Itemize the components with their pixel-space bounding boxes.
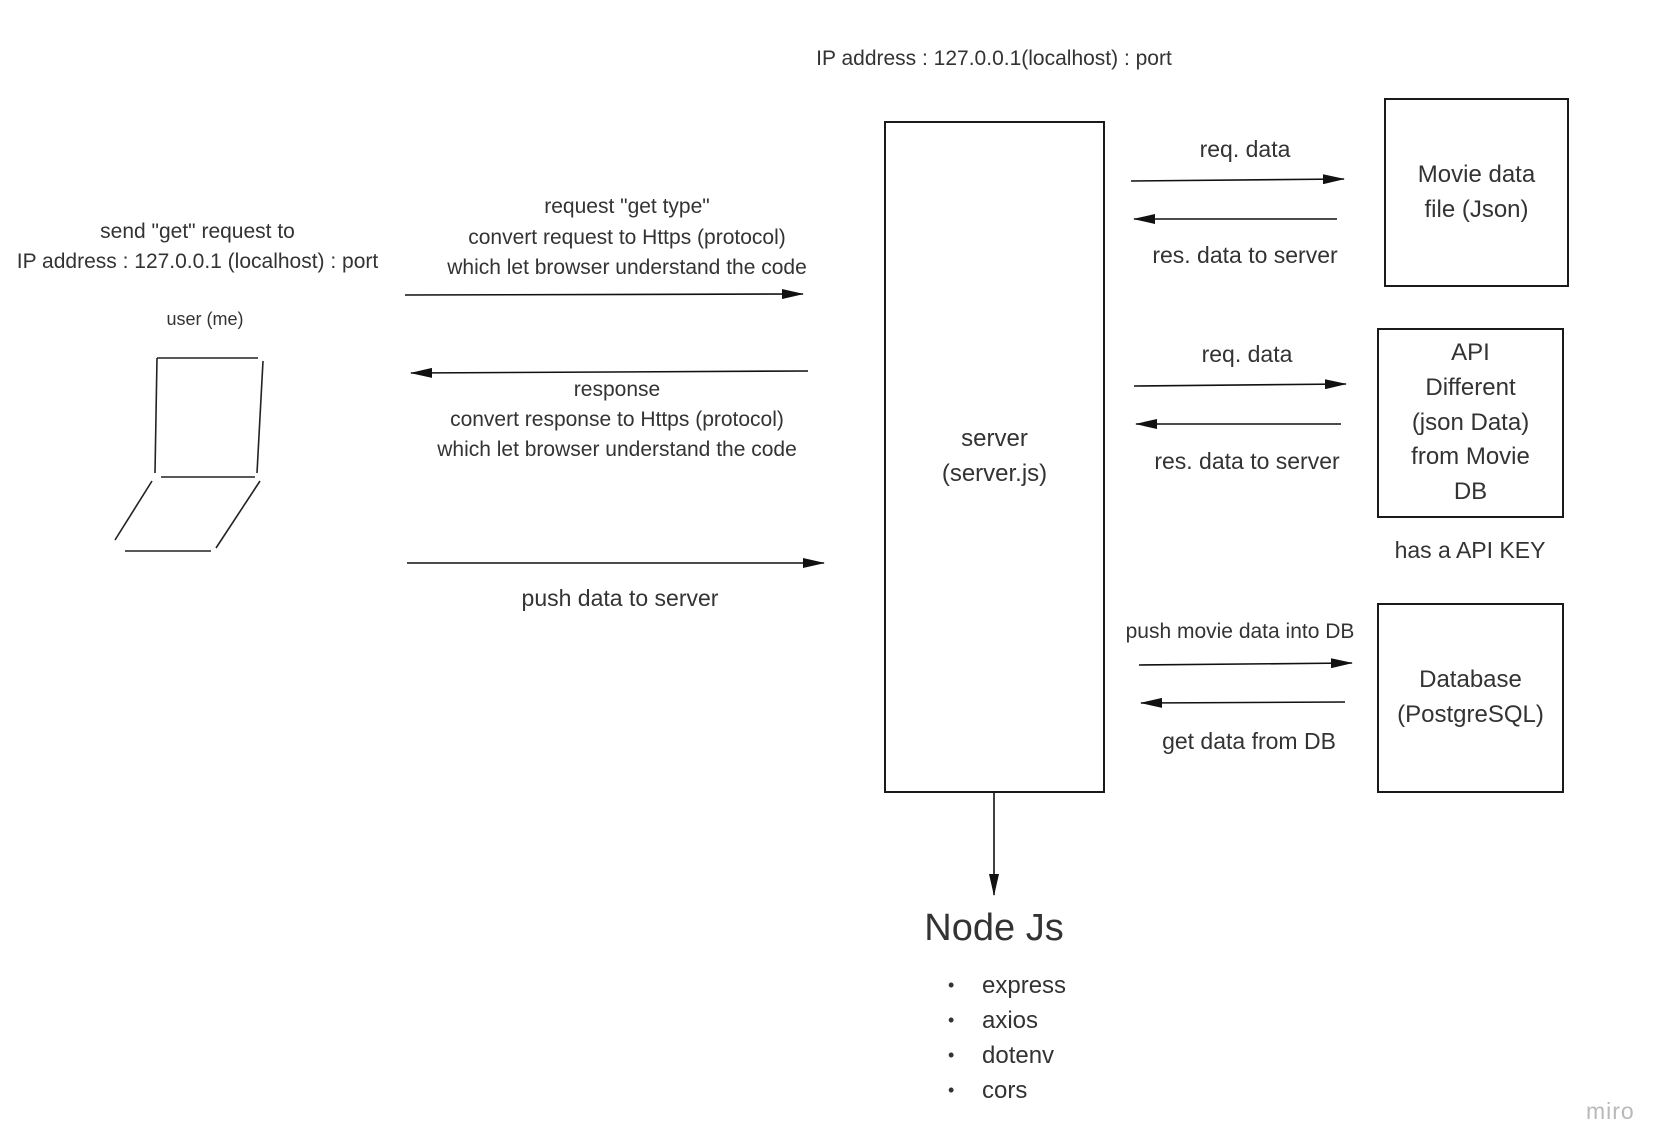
server-address-label: IP address : 127.0.0.1(localhost) : port <box>816 47 1172 70</box>
request-label-line-3: which let browser understand the code <box>447 256 807 279</box>
request-label-line-2: convert request to Https (protocol) <box>468 226 786 249</box>
request-arrow <box>404 289 804 300</box>
movie-file-req-arrow <box>1130 174 1345 185</box>
node-package-list: express axios dotenv cors <box>948 968 1066 1108</box>
movie-file-res-label: res. data to server <box>1152 242 1338 268</box>
api-label: API Different (json Data) from Movie DB <box>1411 339 1530 506</box>
response-label-line-1: response <box>573 378 661 401</box>
movie-data-file-box: Movie data file (Json) <box>1384 98 1569 287</box>
api-res-label: res. data to server <box>1154 448 1340 474</box>
node-package-item: cors <box>948 1073 1066 1108</box>
movie-file-req-label: req. data <box>1199 136 1291 162</box>
api-key-note: has a API KEY <box>1394 537 1546 563</box>
movie-data-file-label: Movie data file (Json) <box>1417 160 1536 223</box>
api-box: API Different (json Data) from Movie DB <box>1377 328 1564 518</box>
response-label-line-3: which let browser understand the code <box>437 438 797 461</box>
user-request-line-1: send "get" request to <box>100 220 295 243</box>
node-package-item: express <box>948 968 1066 1003</box>
user-request-line-2: IP address : 127.0.0.1 (localhost) : por… <box>16 250 379 273</box>
db-get-label: get data from DB <box>1162 728 1336 754</box>
database-label: Database (PostgreSQL) <box>1397 666 1544 728</box>
node-js-title: Node Js <box>924 907 1064 949</box>
db-push-arrow <box>1138 658 1353 669</box>
user-name-label: user (me) <box>166 309 244 329</box>
response-arrow <box>410 367 809 378</box>
push-data-label: push data to server <box>521 585 719 611</box>
database-box: Database (PostgreSQL) <box>1377 603 1564 793</box>
server-label: server (server.js) <box>941 425 1048 487</box>
node-package-item: dotenv <box>948 1038 1066 1073</box>
api-req-arrow <box>1133 379 1347 390</box>
db-get-arrow <box>1140 697 1346 708</box>
api-req-label: req. data <box>1201 341 1293 367</box>
miro-watermark: miro <box>1586 1098 1635 1124</box>
node-package-item: axios <box>948 1003 1066 1038</box>
laptop-icon <box>114 357 264 552</box>
request-label-line-1: request "get type" <box>544 195 710 218</box>
server-box: server (server.js) <box>884 121 1105 793</box>
response-label-line-2: convert response to Https (protocol) <box>450 408 784 431</box>
db-push-label: push movie data into DB <box>1125 620 1355 643</box>
